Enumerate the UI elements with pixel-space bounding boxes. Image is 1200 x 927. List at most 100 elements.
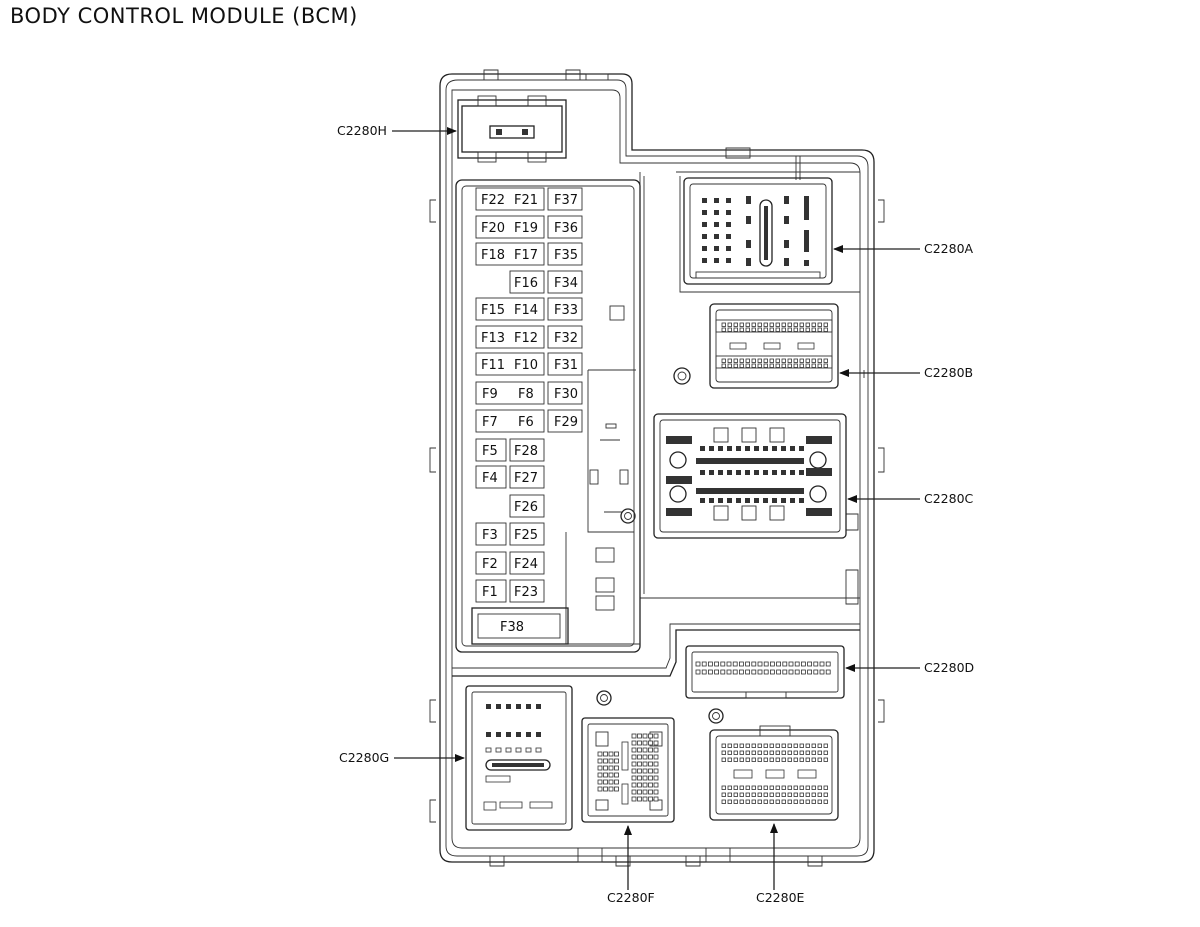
- connector-pin: [811, 743, 816, 748]
- connector-pin: [637, 733, 642, 739]
- connector-pin: [775, 327, 780, 332]
- connector-pin: [770, 669, 775, 675]
- mounting-holes: [596, 367, 724, 724]
- connector-pin: [801, 661, 806, 667]
- connector-pin: [805, 327, 810, 332]
- connector-pin: [736, 470, 741, 475]
- connector-pin: [597, 758, 603, 764]
- connector-pin: [732, 661, 738, 667]
- connector-pin: [726, 661, 732, 667]
- connector-pin: [637, 782, 642, 788]
- connector-pin: [653, 768, 659, 774]
- connector-pin: [603, 786, 608, 792]
- connector-pin: [486, 704, 491, 709]
- connector-pin: [631, 761, 637, 767]
- connector-pin: [757, 750, 762, 755]
- connector-pin: [769, 757, 774, 762]
- connector-pin: [700, 446, 705, 451]
- connector-pin: [714, 669, 719, 675]
- label-c2280e: C2280E: [756, 890, 805, 905]
- connector-pin: [603, 779, 608, 785]
- connector-pin: [805, 750, 810, 755]
- connector-pin: [700, 498, 705, 503]
- connector-pin: [631, 782, 637, 788]
- connector-pin: [637, 761, 642, 767]
- connector-pin: [751, 799, 756, 804]
- connector-pin: [721, 785, 726, 790]
- fuse-f14: F14: [514, 303, 538, 318]
- connector-pin: [823, 327, 828, 332]
- connector-pin: [775, 743, 780, 748]
- connector-pin: [745, 322, 750, 327]
- connector-pin: [614, 758, 619, 764]
- connector-pin: [799, 750, 804, 755]
- fuse-f1: F1: [482, 585, 498, 600]
- connector-pin: [817, 757, 822, 762]
- connector-pin: [648, 733, 653, 739]
- connector-pin: [718, 470, 723, 475]
- connector-pin: [781, 470, 786, 475]
- label-c2280f: C2280F: [607, 890, 655, 905]
- fuse-f18: F18: [481, 248, 505, 263]
- connector-pin: [608, 765, 614, 771]
- label-c2280h: C2280H: [337, 123, 387, 138]
- connector-pin: [817, 743, 822, 748]
- connector-pin: [781, 322, 786, 327]
- connector-pin: [793, 785, 798, 790]
- connector-pin: [653, 775, 659, 781]
- connector-pin: [637, 768, 642, 774]
- connector-pin: [708, 661, 713, 667]
- connector-pin: [745, 792, 750, 797]
- connector-pin: [775, 799, 780, 804]
- connector-pin: [817, 799, 822, 804]
- connector-pin: [648, 796, 653, 802]
- connector-pin: [631, 754, 637, 760]
- connector-pin: [763, 743, 768, 748]
- fuse-f31: F31: [554, 358, 578, 373]
- connector-pin: [721, 322, 726, 327]
- connector-pin: [721, 799, 726, 804]
- connector-pin: [653, 796, 659, 802]
- connector-pin: [763, 785, 768, 790]
- connector-pin: [631, 740, 637, 746]
- connector-pin: [486, 732, 491, 737]
- connector-pin: [714, 661, 719, 667]
- connector-pin: [745, 358, 750, 363]
- connector-pin: [799, 757, 804, 762]
- connector-pin: [811, 750, 816, 755]
- connector-pin: [733, 743, 738, 748]
- connector-pin: [525, 747, 532, 753]
- connector-pin: [739, 750, 744, 755]
- connector-pin: [727, 358, 732, 363]
- connector-pin: [805, 785, 810, 790]
- connector-pin: [799, 322, 804, 327]
- fuse-f22: F22: [481, 193, 505, 208]
- connector-pin: [757, 792, 762, 797]
- connector-pin: [733, 327, 738, 332]
- fuse-f10: F10: [514, 358, 538, 373]
- connector-pin: [535, 747, 542, 753]
- connector-pin: [788, 661, 794, 667]
- connector-pin: [736, 498, 741, 503]
- connector-pin: [763, 322, 768, 327]
- connector-pin: [811, 322, 816, 327]
- connector-pin: [733, 757, 738, 762]
- connector-pin: [727, 785, 732, 790]
- connector-pin: [769, 363, 774, 368]
- connector-pin: [757, 743, 762, 748]
- connector-pin: [603, 765, 608, 771]
- connector-pin: [653, 789, 659, 795]
- connector-pin: [813, 661, 819, 667]
- connector-pin: [782, 669, 788, 675]
- connector-pin: [790, 498, 795, 503]
- connector-pin: [648, 782, 653, 788]
- connector-pin: [637, 796, 642, 802]
- connector-pin: [763, 792, 768, 797]
- connector-c2280c: [653, 413, 847, 539]
- connector-c2280a: [683, 177, 833, 285]
- connector-pin: [614, 765, 619, 771]
- connector-pin: [775, 792, 780, 797]
- connector-pin: [799, 498, 804, 503]
- connector-pin: [642, 733, 648, 739]
